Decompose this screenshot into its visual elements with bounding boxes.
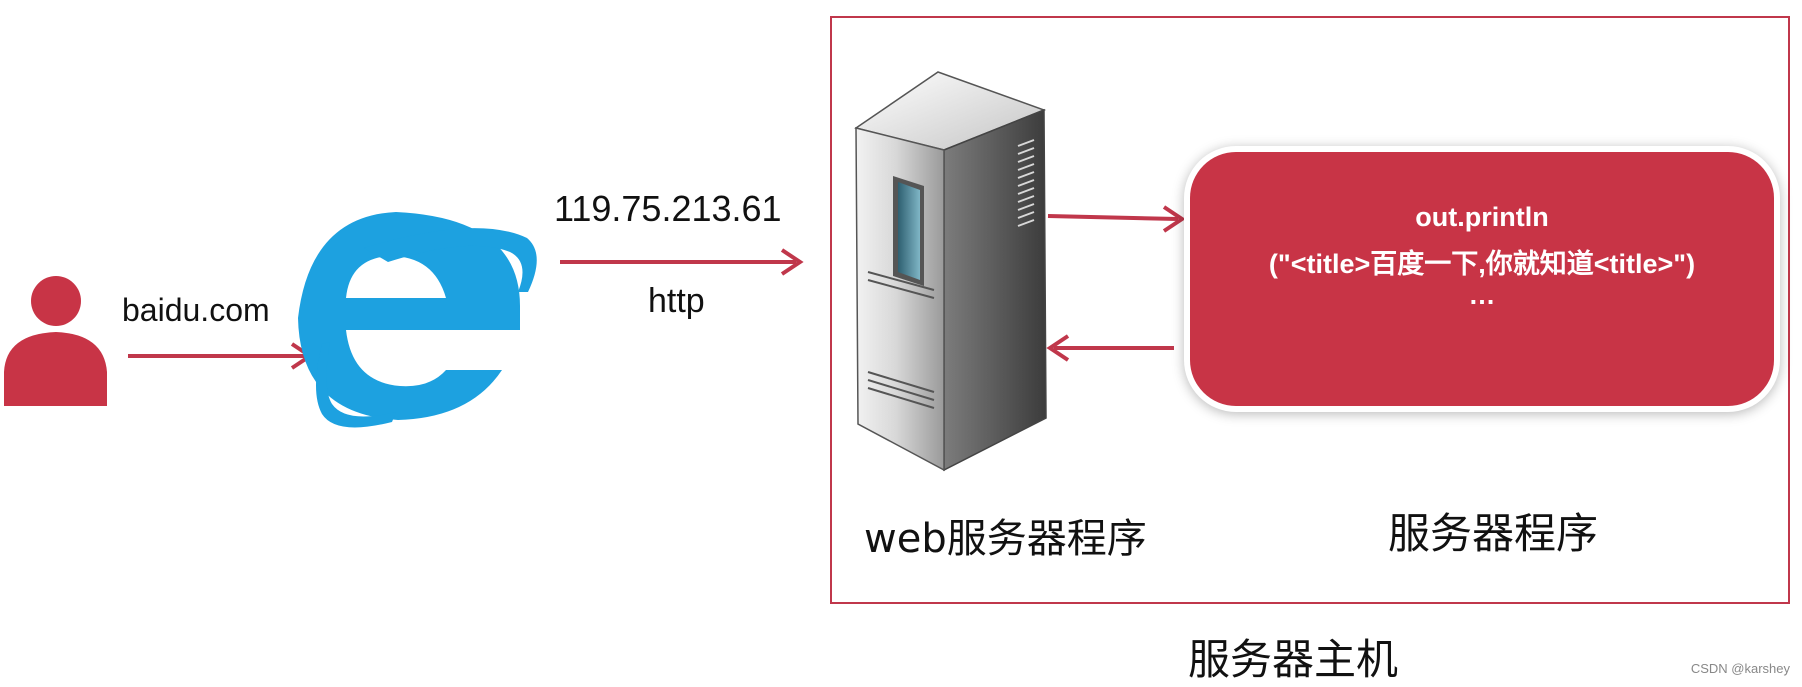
web-server-program-label: web服务器程序 (864, 516, 1147, 562)
browser-e-icon (298, 212, 537, 428)
arrow-user-to-browser (128, 342, 314, 370)
watermark: CSDN @karshey (1690, 661, 1790, 676)
code-line-2: ("<title>百度一下,你就知道<title>") (1268, 249, 1696, 279)
code-line-1: out.println (1415, 202, 1549, 232)
code-line-3: … (1468, 280, 1496, 310)
server-host-box (830, 16, 1790, 604)
ip-address-label: 119.75.213.61 (554, 188, 782, 229)
protocol-label: http (648, 282, 705, 320)
user-icon (4, 276, 107, 406)
arrow-program-to-server (1046, 334, 1174, 362)
server-host-label: 服务器主机 (1188, 635, 1399, 684)
arrow-browser-to-server (560, 248, 804, 276)
domain-label: baidu.com (122, 292, 270, 328)
server-program-box: out.println ("<title>百度一下,你就知道<title>") … (1190, 152, 1774, 406)
server-tower-icon (854, 71, 1047, 472)
arrow-server-to-program (1047, 205, 1186, 233)
server-program-label: 服务器程序 (1388, 509, 1599, 558)
